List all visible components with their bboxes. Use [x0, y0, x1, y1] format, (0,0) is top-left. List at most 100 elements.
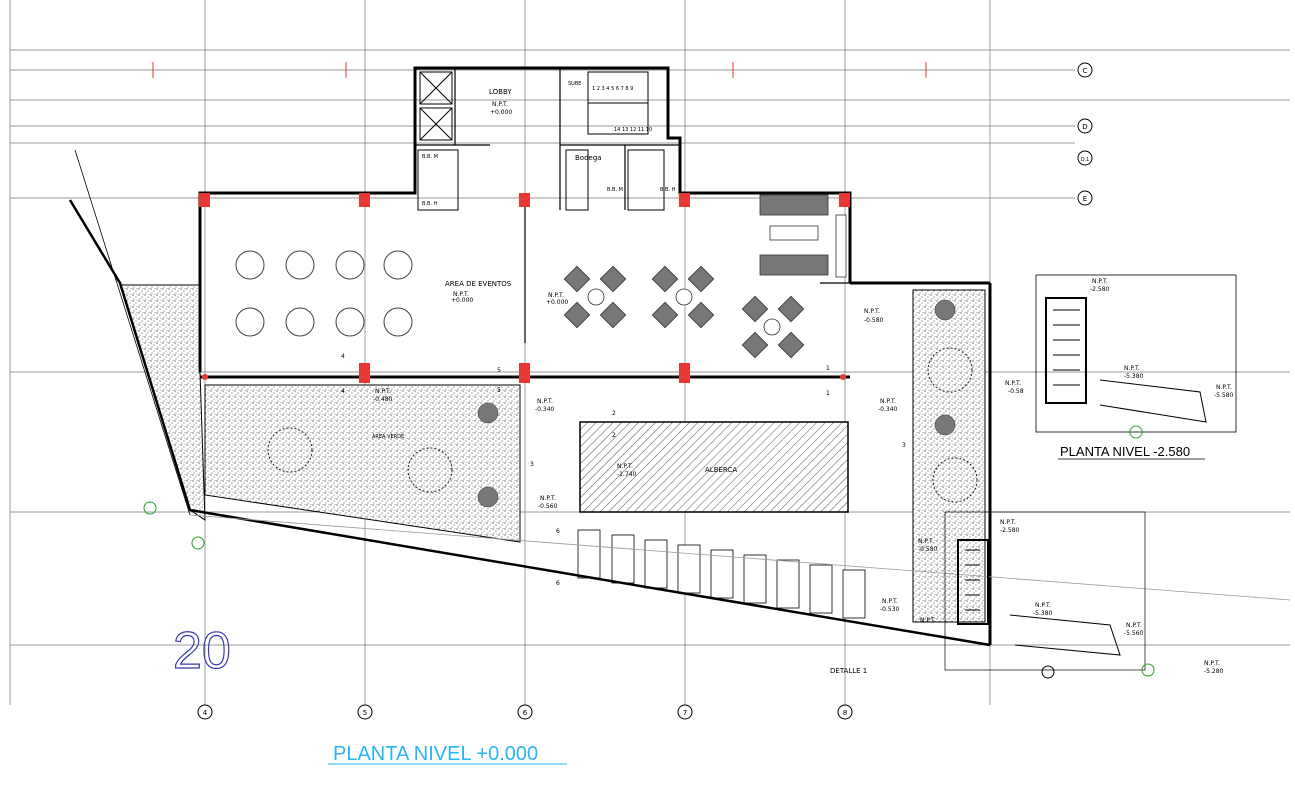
npt-terraza-c-label: N.P.T.: [880, 398, 896, 405]
room-label-bano-3: B.B. M: [607, 187, 623, 193]
room-label-bano-4: B.B. H: [660, 187, 676, 193]
axis-bubble-5: [357, 704, 373, 720]
axis-bubble-C: [1077, 62, 1093, 78]
section-mark-3a: 3: [530, 461, 534, 468]
axis-label-4: 4: [203, 709, 208, 717]
npt-escalera-4-label: N.P.T.: [1035, 602, 1051, 609]
room-label-sube: SUBE: [568, 81, 581, 87]
npt-terraza-e-value: -0.580: [864, 317, 884, 324]
npt-verde-b-value: -0.340: [535, 406, 555, 413]
npt-detalle-top-label: N.P.T.: [1092, 278, 1108, 285]
npt-verde-c-label: N.P.T.: [540, 495, 556, 502]
npt-detalle-1-value: -0.58: [1008, 388, 1024, 395]
axis-label-5: 5: [363, 709, 367, 717]
npt-detalle-2-value: -5.380: [1124, 373, 1144, 380]
npt-detalle-2-label: N.P.T.: [1124, 365, 1140, 372]
bar-counter: [759, 194, 847, 278]
npt-escalera-3-label: N.P.T.: [1000, 519, 1016, 526]
sub-plan-title: PLANTA NIVEL -2.580: [1060, 444, 1190, 459]
npt-detalle-3-label: N.P.T.: [1216, 384, 1232, 391]
sun-loungers: [577, 529, 866, 619]
npt-lobby-value: +0.000: [490, 109, 512, 116]
npt-exterior-value: -5.280: [1204, 668, 1224, 675]
npt-eventos-value: +0.000: [451, 297, 473, 304]
room-label-bodega: Bodega: [575, 154, 602, 162]
section-mark-4b: 4: [341, 388, 345, 395]
mini-plan-frame: [1035, 274, 1237, 433]
room-label-alberca: ALBERCA: [705, 466, 737, 474]
shrub-icon: [477, 299, 956, 508]
npt-terraza-c-value: -0.340: [878, 406, 898, 413]
room-label-area-eventos: AREA DE EVENTOS: [445, 280, 512, 288]
npt-escalera-3-value: -2.580: [1000, 527, 1020, 534]
room-label-bano-2: B.B. H: [422, 201, 438, 207]
section-mark-4a: 4: [341, 353, 345, 360]
grid-ticks: [152, 62, 927, 78]
event-tables: [235, 250, 413, 337]
sheet-number: 20: [173, 622, 231, 680]
restaurant-table-centers: [587, 288, 781, 336]
axis-bubble-7: [677, 704, 693, 720]
npt-verde-c-value: -0.560: [538, 503, 558, 510]
axis-label-D: D: [1082, 123, 1087, 131]
grid-axis-bubbles: [197, 62, 1093, 720]
section-mark-6b: 6: [556, 580, 560, 587]
npt-verde-a-value: -0.480: [373, 396, 393, 403]
main-plan-title: PLANTA NIVEL +0.000: [333, 743, 538, 765]
interior-walls: [415, 68, 850, 343]
axis-bubble-D1: [1077, 150, 1093, 166]
section-mark-2b: 2: [612, 432, 616, 439]
npt-detalle-top-value: -2.580: [1090, 286, 1110, 293]
structural-columns: [199, 193, 850, 383]
npt-escalera-2-value: -0.530: [880, 606, 900, 613]
npt-restaurante-label: N.P.T.: [548, 292, 564, 299]
section-mark-1b: 1: [826, 390, 830, 397]
axis-bubble-4: [197, 704, 213, 720]
section-mark-1a: 1: [826, 365, 830, 372]
npt-terraza-e-label: N.P.T.: [864, 308, 880, 315]
stair-numbers: 1 2 3 4 5 6 7 8 9: [592, 86, 633, 92]
npt-escalera-1-value: -0.580: [918, 546, 938, 553]
axis-label-8: 8: [843, 709, 847, 717]
reference-markers: [143, 425, 1155, 679]
axis-bubble-6: [517, 704, 533, 720]
room-label-lobby: LOBBY: [489, 88, 512, 96]
npt-alberca-label: N.P.T.: [617, 463, 633, 470]
detail-label: DETALLE 1: [830, 667, 867, 675]
npt-verde-a-label: N.P.T.: [375, 388, 391, 395]
site-boundary: [68, 149, 1291, 647]
axis-label-E: E: [1083, 195, 1087, 203]
axis-label-6: 6: [523, 709, 528, 717]
axis-label-D1: D.1: [1081, 157, 1090, 163]
npt-escalera-6-label: N.P.T.: [920, 617, 936, 624]
axis-bubble-D: [1077, 118, 1093, 134]
npt-verde-b-label: N.P.T.: [537, 398, 553, 405]
mini-plan-drawing: [1045, 297, 1207, 423]
section-mark-2a: 2: [612, 410, 616, 417]
section-mark-6a: 6: [556, 528, 560, 535]
pool: [579, 421, 849, 513]
detail-stair: [944, 511, 1146, 671]
npt-exterior-label: N.P.T.: [1204, 660, 1220, 667]
grid-lines: [9, 0, 1290, 705]
green-area-east: [912, 289, 986, 623]
axis-label-C: C: [1083, 67, 1088, 75]
axis-label-7: 7: [683, 709, 687, 717]
restaurant-tables: [563, 265, 805, 359]
npt-escalera-1-label: N.P.T.: [918, 538, 934, 545]
section-mark-5a: 5: [497, 367, 501, 374]
npt-lobby-label: N.P.T.: [492, 101, 508, 108]
section-mark-5b: 5: [497, 387, 501, 394]
npt-escalera-2-label: N.P.T.: [882, 598, 898, 605]
room-label-area-verde: AREA VERDE: [372, 434, 404, 440]
room-label-bano-1: B.B. M: [422, 154, 438, 160]
npt-escalera-5-label: N.P.T.: [1126, 622, 1142, 629]
npt-detalle-1-label: N.P.T.: [1005, 380, 1021, 387]
stair-numbers-2: 14 13 12 11 10: [614, 127, 652, 133]
axis-bubble-8: [837, 704, 853, 720]
npt-eventos-label: N.P.T.: [453, 291, 469, 298]
npt-restaurante-value: +0.000: [546, 299, 568, 306]
service-core: [417, 71, 665, 211]
npt-detalle-3-value: -5.580: [1214, 392, 1234, 399]
